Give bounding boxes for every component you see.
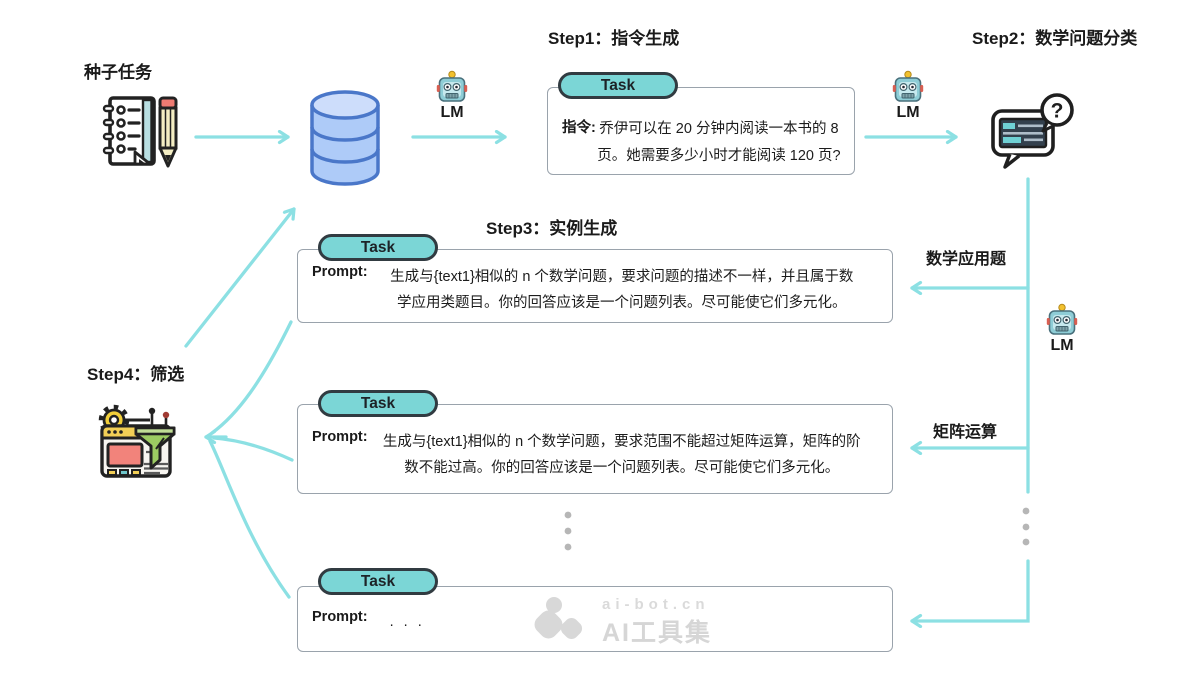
task-badge-2: Task <box>318 234 438 261</box>
prompt-box-math: Prompt: 生成与{text1}相似的 n 个数学问题，要求问题的描述不一样… <box>297 249 893 323</box>
database-icon <box>310 90 380 186</box>
prompt-box-ellipsis: Prompt: . . . <box>297 586 893 652</box>
instruction-line2: 页。她需要多少小时才能阅读 120 页? <box>597 148 841 164</box>
notebook-pencil-icon <box>102 96 178 168</box>
ellipsis-dots-right <box>1022 507 1030 546</box>
step1-title: Step1：指令生成 <box>548 29 680 48</box>
prompt-matrix-line2: 数不能过高。你的回答应该是一个问题列表。尽可能使它们多元化。 <box>404 460 840 476</box>
robot-lm-icon <box>436 70 468 102</box>
lm-label-3: LM <box>1050 337 1074 354</box>
step3-title: Step3：实例生成 <box>486 219 618 238</box>
prompt-label-1: Prompt: <box>312 264 368 280</box>
step2-title: Step2：数学问题分类 <box>972 29 1138 48</box>
filter-window-icon <box>98 404 176 478</box>
prompt-ellipsis-text: . . . <box>389 614 425 630</box>
math-word-problems-label: 数学应用题 <box>926 251 1007 268</box>
step4-title: Step4：筛选 <box>87 365 185 384</box>
prompt-math-line2: 学应用类题目。你的回答应该是一个问题列表。尽可能使它们多元化。 <box>397 295 847 311</box>
prompt-label-2: Prompt: <box>312 429 368 445</box>
instruction-box: 指令: 乔伊可以在 20 分钟内阅读一本书的 8 页。她需要多少小时才能阅读 1… <box>547 87 855 175</box>
lm-label-2: LM <box>896 104 920 121</box>
instruction-line1: 乔伊可以在 20 分钟内阅读一本书的 8 <box>599 121 839 137</box>
prompt-math-line1: 生成与{text1}相似的 n 个数学问题，要求问题的描述不一样，并且属于数 <box>390 269 854 285</box>
chat-question-icon: ? <box>991 93 1074 169</box>
ellipsis-dots-center <box>564 511 572 551</box>
matrix-operations-label: 矩阵运算 <box>933 424 998 441</box>
task-badge-4: Task <box>318 568 438 595</box>
task-badge-3: Task <box>318 390 438 417</box>
seed-tasks-label: 种子任务 <box>84 63 152 82</box>
task-badge-1: Task <box>558 72 678 99</box>
instruction-label: 指令: <box>562 120 596 136</box>
robot-lm-icon <box>892 70 924 102</box>
prompt-box-matrix: Prompt: 生成与{text1}相似的 n 个数学问题，要求范围不能超过矩阵… <box>297 404 893 494</box>
svg-text:?: ? <box>1051 100 1064 123</box>
robot-lm-icon <box>1046 303 1078 335</box>
prompt-label-3: Prompt: <box>312 609 368 625</box>
lm-label-1: LM <box>440 104 464 121</box>
prompt-matrix-line1: 生成与{text1}相似的 n 个数学问题，要求范围不能超过矩阵运算，矩阵的阶 <box>382 434 861 450</box>
